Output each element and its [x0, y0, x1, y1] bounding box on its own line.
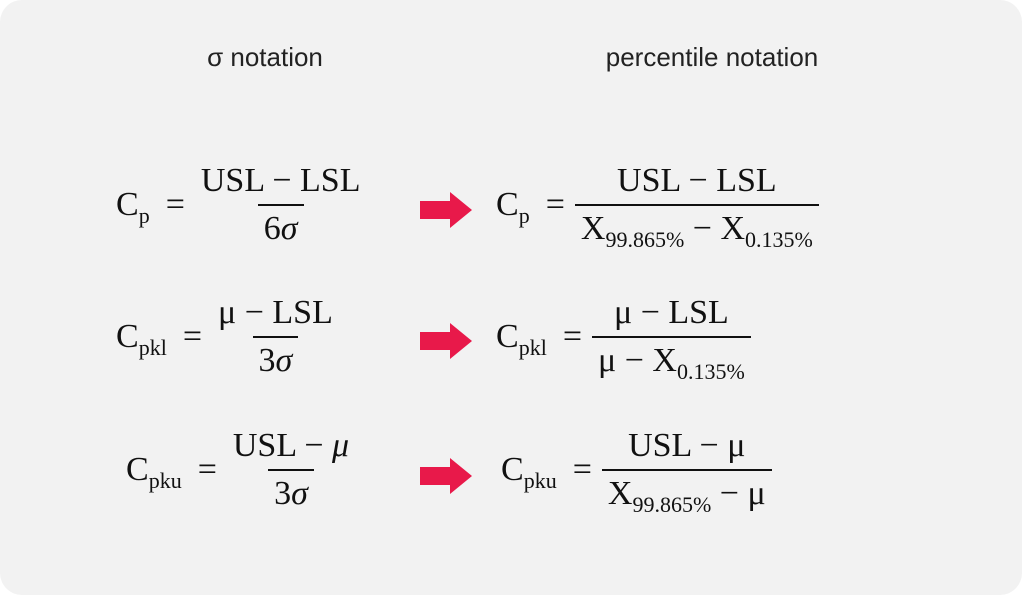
formula-part: Cp: [116, 186, 150, 227]
formula-part: − μ: [711, 475, 766, 512]
formula-part: μ − LSL: [613, 294, 729, 331]
arrow-right-icon: [420, 458, 472, 494]
formula-part: 0.135%: [676, 359, 745, 384]
cp-sigma-formula: Cp = USL − LSL 6σ: [116, 162, 366, 248]
formula-part: C: [116, 318, 139, 355]
formula-part: 99.865%: [632, 492, 712, 517]
formula-part: USL − LSL: [200, 162, 361, 199]
formula-part: pkl: [518, 335, 547, 360]
formula-part: =: [182, 318, 202, 355]
sigma-notation-header: σ notation: [207, 42, 323, 72]
cpkl-sigma-formula: Cpkl = μ − LSL 3σ: [116, 294, 339, 380]
formula-part: μ − X0.135%: [592, 336, 751, 383]
formula-part: 0.135%: [745, 227, 813, 252]
cp-percentile-formula: Cp = USL − LSL X99.865% − X0.135%: [496, 162, 819, 251]
formula-part: USL − μ: [227, 427, 355, 469]
formula-part: 3: [258, 342, 276, 379]
formula-part: 99.865%: [605, 227, 685, 252]
cpku-percentile-formula: Cpku = USL − μ X99.865% − μ: [501, 427, 772, 516]
formula-part: X: [607, 475, 633, 512]
formula-part: =: [572, 451, 592, 488]
formula-part: C: [501, 451, 524, 488]
formula-part: C: [496, 186, 519, 223]
formula-part: USL − μ: [628, 427, 746, 464]
formula-part: σ: [280, 210, 298, 247]
formula-part: Cpkl: [116, 318, 167, 359]
formula-part: USL −: [232, 427, 333, 464]
formula-part: X: [580, 210, 606, 247]
formula-part: =: [545, 186, 565, 223]
arrow-right-icon: [420, 323, 472, 359]
formula-part: − X: [684, 210, 745, 247]
formula-part: Cp: [496, 186, 530, 227]
formula-part: C: [496, 318, 519, 355]
formula-part: p: [518, 203, 530, 228]
formula-part: Cpku: [126, 451, 182, 492]
formula-part: =: [165, 186, 185, 223]
formula-part: σ: [291, 475, 308, 512]
formula-part: μ: [332, 427, 350, 464]
formula-part: USL − μ X99.865% − μ: [601, 427, 772, 516]
formula-part: 6σ: [257, 204, 304, 248]
formula-part: μ − X: [598, 342, 677, 379]
formula-part: =: [197, 451, 217, 488]
formula-part: μ − LSL 3σ: [212, 294, 339, 380]
formula-part: X99.865% − X0.135%: [574, 204, 819, 251]
cpkl-percentile-formula: Cpkl = μ − LSL μ − X0.135%: [496, 294, 751, 383]
formula-part: μ − LSL: [218, 294, 333, 331]
formula-part: pku: [148, 468, 182, 493]
formula-part: =: [562, 318, 582, 355]
formula-part: USL − LSL 6σ: [195, 162, 367, 248]
arrow-right-icon: [420, 192, 472, 228]
formula-part: 3σ: [252, 336, 299, 380]
formula-part: p: [138, 203, 150, 228]
formula-part: μ − LSL μ − X0.135%: [592, 294, 751, 383]
formula-part: Cpkl: [496, 318, 547, 359]
formula-part: X99.865% − μ: [601, 469, 772, 516]
formula-part: σ: [275, 342, 293, 379]
formula-part: USL − LSL X99.865% − X0.135%: [574, 162, 819, 251]
formula-part: 3: [274, 475, 292, 512]
formula-part: 6: [263, 210, 281, 247]
formula-part: C: [126, 451, 149, 488]
formula-part: 3σ: [268, 469, 314, 513]
formula-part: USL − LSL: [617, 162, 777, 199]
formula-part: pku: [523, 468, 557, 493]
percentile-notation-header: percentile notation: [605, 42, 819, 72]
formula-part: C: [116, 186, 139, 223]
formula-part: Cpku: [501, 451, 557, 492]
formula-part: pkl: [138, 335, 167, 360]
